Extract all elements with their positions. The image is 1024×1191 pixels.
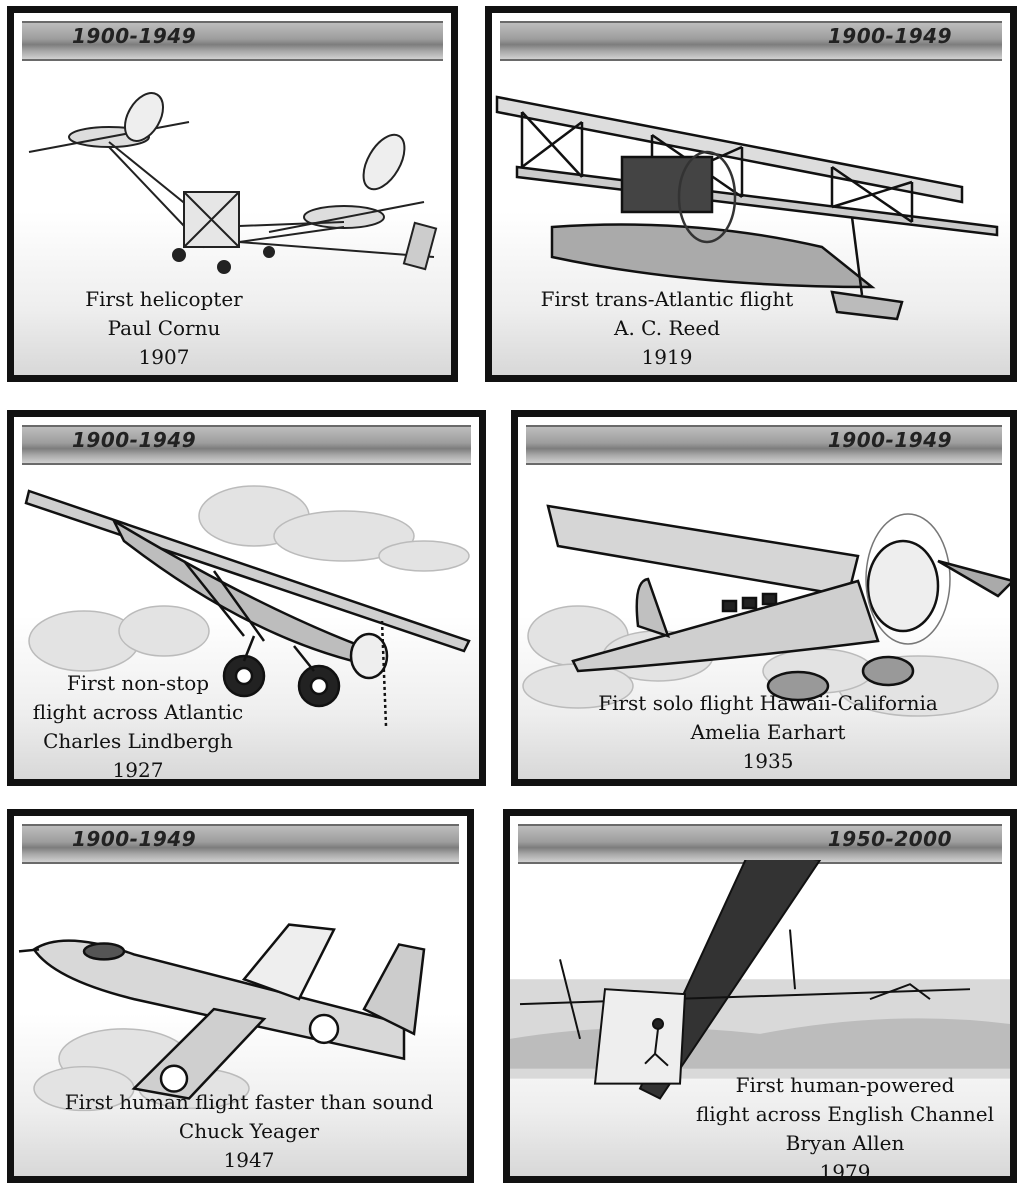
caption-year: 1919 (641, 345, 693, 369)
monoplane-illustration (24, 485, 471, 727)
era-label: 1950-2000 (827, 827, 952, 851)
caption-person: Paul Cornu (107, 316, 221, 340)
caption-person: A. C. Reed (614, 316, 720, 340)
era-band: 1900-1949 (500, 21, 1002, 61)
era-label: 1900-1949 (72, 24, 197, 48)
era-band: 1900-1949 (526, 425, 1002, 465)
caption-subtitle: flight across Atlantic (32, 700, 244, 724)
caption-person: Charles Lindbergh (43, 729, 233, 753)
card-caption: First solo flight Hawaii-California Amel… (578, 689, 958, 776)
timeline-card-allen: 1950-2000 First human-powered flight acr… (503, 809, 1017, 1183)
caption-person: Chuck Yeager (178, 1119, 320, 1143)
era-band: 1900-1949 (22, 824, 459, 864)
era-label: 1900-1949 (827, 428, 952, 452)
era-label: 1900-1949 (827, 24, 952, 48)
era-label: 1900-1949 (72, 428, 197, 452)
rocket-plane-illustration (18, 923, 426, 1112)
timeline-card-lindbergh: 1900-1949 First non-stop flight across A… (7, 410, 486, 786)
card-caption: First human flight faster than sound Chu… (34, 1088, 464, 1175)
caption-title: First human flight faster than sound (64, 1090, 434, 1114)
era-band: 1950-2000 (518, 824, 1002, 864)
caption-year: 1935 (742, 749, 794, 773)
timeline-card-helicopter: 1900-1949 First helicopter Paul Cornu 19… (7, 6, 458, 382)
caption-title: First helicopter (85, 287, 243, 311)
caption-year: 1947 (223, 1148, 275, 1172)
card-caption: First trans-Atlantic flight A. C. Reed 1… (517, 285, 817, 372)
card-caption: First helicopter Paul Cornu 1907 (59, 285, 269, 372)
seaplane-illustration (495, 95, 999, 321)
helicopter-illustration (28, 92, 438, 274)
human-powered-aircraft-illustration (510, 860, 1010, 1100)
caption-person: Bryan Allen (785, 1131, 905, 1155)
era-band: 1900-1949 (22, 425, 471, 465)
timeline-card-earhart: 1900-1949 First solo flight Hawaii-Calif… (511, 410, 1017, 786)
caption-subtitle: flight across English Channel (695, 1102, 995, 1126)
vega-illustration (522, 504, 1010, 717)
caption-person: Amelia Earhart (690, 720, 846, 744)
caption-year: 1979 (819, 1160, 871, 1183)
card-caption: First non-stop flight across Atlantic Ch… (18, 669, 258, 782)
era-band: 1900-1949 (22, 21, 443, 61)
caption-title: First human-powered (735, 1073, 955, 1097)
caption-title: First solo flight Hawaii-California (598, 691, 938, 715)
caption-title: First non-stop (66, 671, 210, 695)
era-label: 1900-1949 (72, 827, 197, 851)
caption-year: 1927 (112, 758, 164, 782)
timeline-card-yeager: 1900-1949 First human flight faster than… (7, 809, 474, 1183)
caption-year: 1907 (138, 345, 190, 369)
timeline-card-seaplane: 1900-1949 First trans-Atlantic flight A.… (485, 6, 1017, 382)
caption-title: First trans-Atlantic flight (540, 287, 794, 311)
card-caption: First human-powered flight across Englis… (680, 1071, 1010, 1183)
